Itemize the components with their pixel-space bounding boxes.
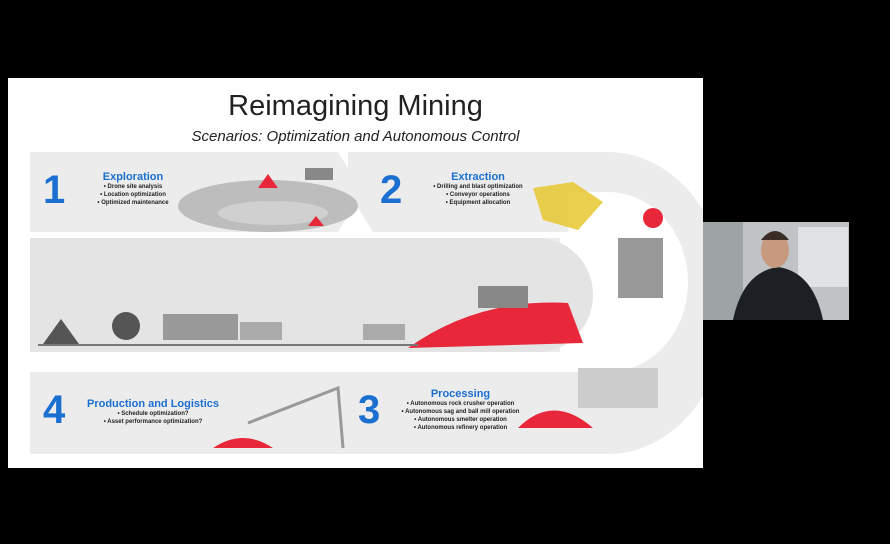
list-item: Autonomous refinery operation bbox=[393, 424, 528, 432]
list-item: Autonomous rock crusher operation bbox=[393, 400, 528, 408]
participant-video-thumbnail[interactable] bbox=[703, 222, 849, 320]
list-item: Autonomous sag and ball mill operation bbox=[393, 408, 528, 416]
section-extraction: Extraction Drilling and blast optimizati… bbox=[418, 171, 538, 207]
slide-subtitle: Scenarios: Optimization and Autonomous C… bbox=[191, 128, 520, 145]
section-heading: Production and Logistics bbox=[86, 398, 219, 410]
participant-video bbox=[703, 222, 848, 320]
section-heading: Extraction bbox=[451, 171, 505, 183]
list-item: Asset performance optimization? bbox=[83, 418, 223, 426]
section-production-logistics: Production and Logistics Schedule optimi… bbox=[83, 398, 223, 426]
section-heading: Processing bbox=[430, 388, 491, 400]
list-item: Drone site analysis bbox=[83, 183, 183, 191]
step-number-4: 4 bbox=[43, 388, 66, 432]
step-number-2: 2 bbox=[380, 168, 403, 212]
list-item: Location optimization bbox=[83, 191, 183, 199]
list-item: Schedule optimization? bbox=[83, 410, 223, 418]
list-item: Optimized maintenance bbox=[83, 199, 183, 207]
list-item: Equipment allocation bbox=[418, 199, 538, 207]
list-item: Conveyor operations bbox=[418, 191, 538, 199]
section-processing: Processing Autonomous rock crusher opera… bbox=[393, 388, 528, 432]
step-number-3: 3 bbox=[358, 388, 381, 432]
shared-slide: Reimagining Mining Scenarios: Optimizati… bbox=[8, 78, 703, 468]
slide-title: Reimagining Mining bbox=[228, 90, 483, 122]
step-number-1: 1 bbox=[43, 168, 66, 212]
section-exploration: Exploration Drone site analysisLocation … bbox=[83, 171, 183, 207]
list-item: Drilling and blast optimization bbox=[418, 183, 538, 191]
list-item: Autonomous smelter operation bbox=[393, 416, 528, 424]
section-heading: Exploration bbox=[102, 171, 164, 183]
